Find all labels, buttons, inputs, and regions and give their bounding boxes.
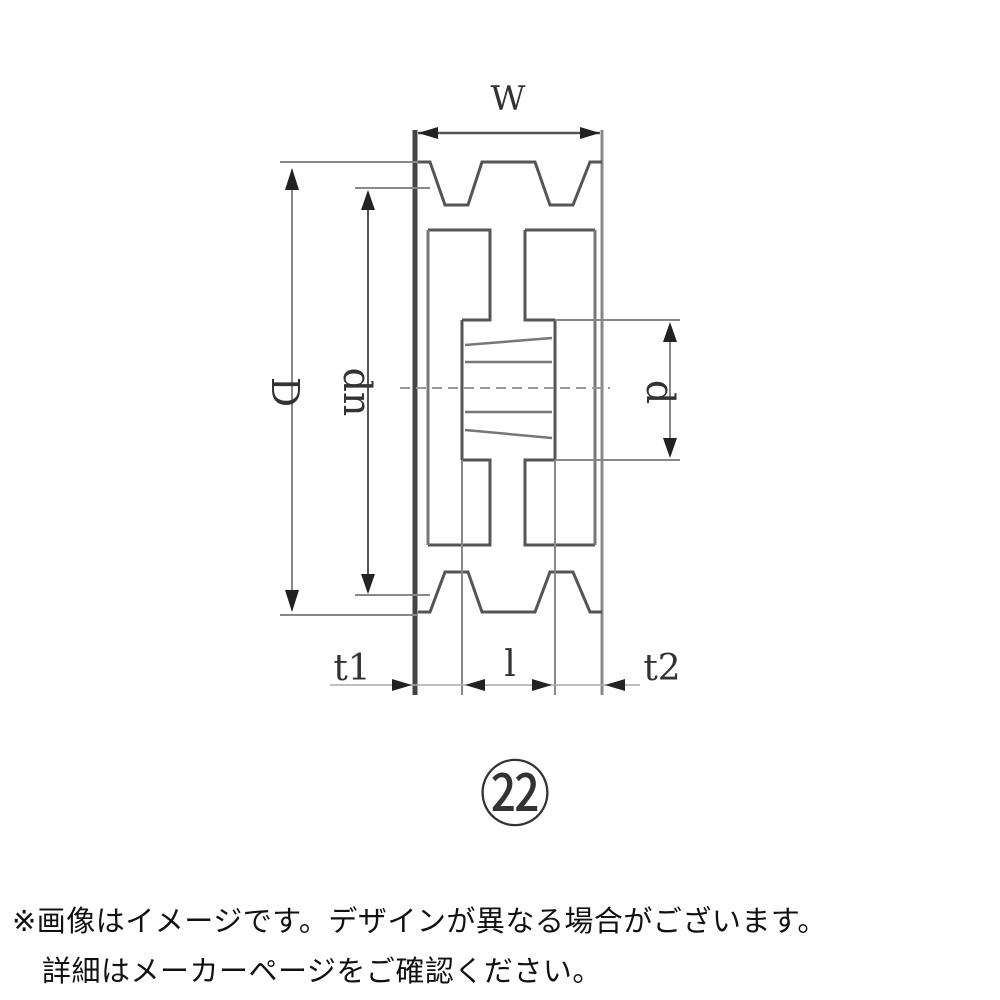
label-w: W (491, 79, 526, 119)
bottom-groove-profile (418, 570, 602, 614)
label-t1: t1 (333, 648, 370, 689)
label-dn: dn (335, 368, 379, 417)
extension-lines (280, 161, 680, 695)
arrowheads (285, 127, 677, 691)
figure-number: ㉒ (479, 753, 551, 837)
top-groove-profile (418, 160, 602, 207)
label-l: l (504, 644, 516, 685)
disclaimer-line-1: ※画像はイメージです。デザインが異なる場合がございます。 (12, 904, 827, 938)
label-d: d (638, 380, 682, 404)
disclaimer-line-2: 詳細はメーカーページをご確認ください。 (42, 954, 602, 988)
lower-web (428, 458, 595, 547)
label-t2: t2 (643, 648, 680, 689)
hub (460, 320, 557, 460)
upper-web (428, 228, 595, 322)
bore-lines (464, 336, 553, 440)
label-D: D (263, 377, 307, 407)
